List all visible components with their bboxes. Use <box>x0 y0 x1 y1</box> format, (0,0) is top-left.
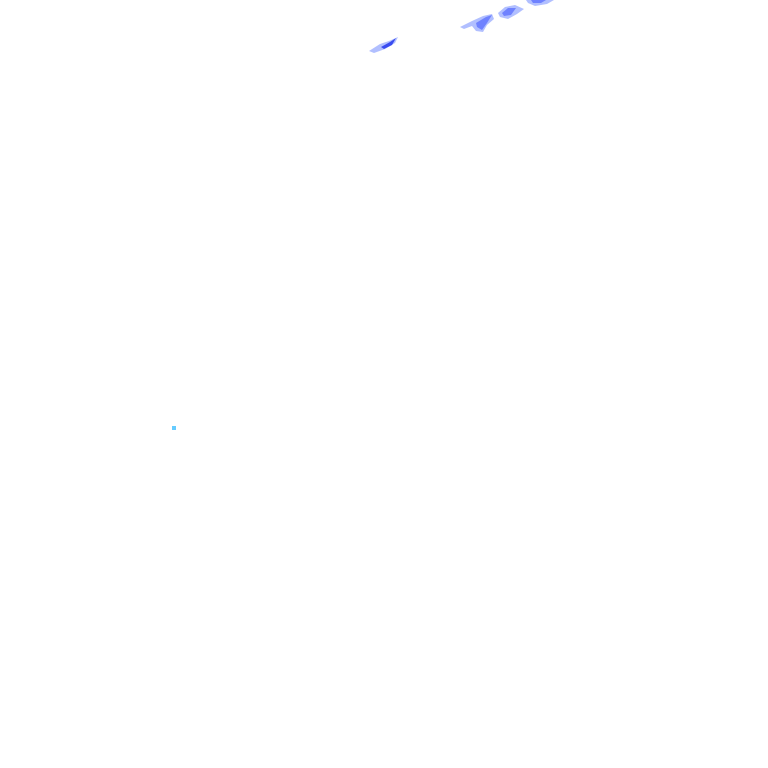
precip-heavy <box>476 15 492 30</box>
precip-heavy <box>502 8 516 16</box>
precip-cell-middle <box>460 14 494 32</box>
precip-heavy <box>531 0 546 3</box>
precip-speck <box>172 426 176 430</box>
precip-light <box>369 37 398 53</box>
precip-heavy <box>381 38 396 49</box>
precip-cell-northeast <box>498 0 554 19</box>
precip-cell-southwest <box>369 37 398 53</box>
